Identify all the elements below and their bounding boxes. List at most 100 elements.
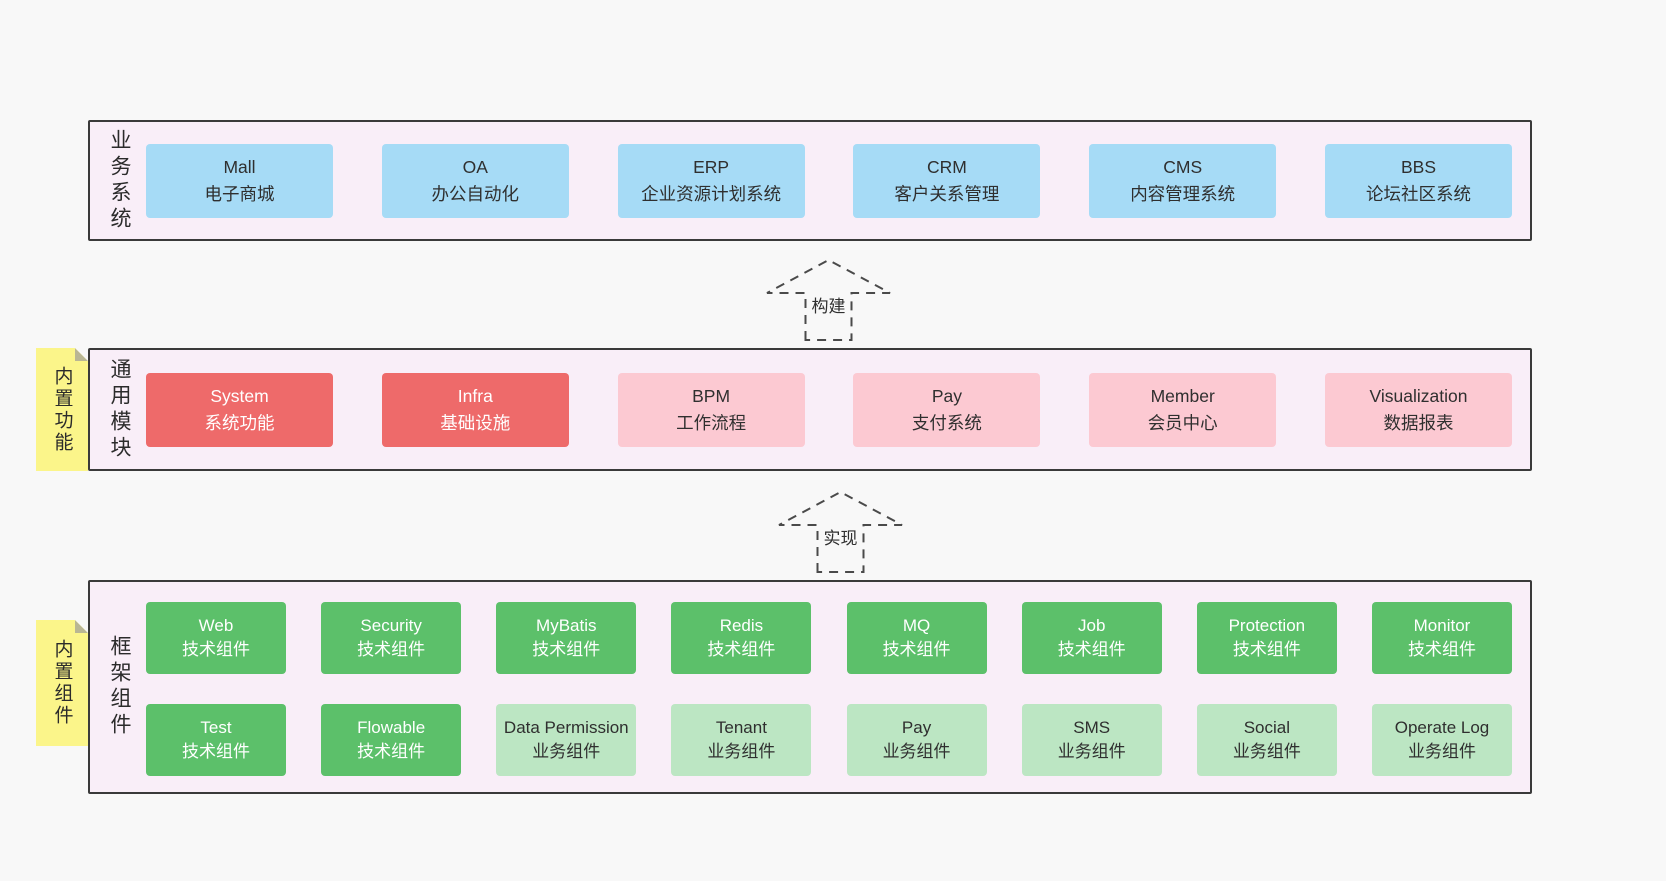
node-subtitle: 技术组件 [1407,640,1476,659]
node-oa: OA 办公自动化 [381,143,569,218]
node-subtitle: 技术组件 [1232,640,1301,659]
node-subtitle: 基础设施 [440,412,511,433]
node-subtitle: 工作流程 [676,412,747,433]
node-title: Social [1243,718,1290,738]
node-title: BPM [692,386,731,407]
node-protection: Protection 技术组件 [1196,602,1337,674]
node-title: Job [1077,616,1106,636]
panel-components-label: 框架组件 [108,635,131,739]
node-subtitle: 业务组件 [532,742,601,761]
node-subtitle: 业务组件 [1407,742,1476,761]
node-pay-system: Pay 支付系统 [853,372,1041,447]
node-data-permission: Data Permission 业务组件 [496,704,637,776]
node-subtitle: 系统功能 [204,412,275,433]
node-pay-component: Pay 业务组件 [846,704,987,776]
node-title: Tenant [715,718,767,738]
node-subtitle: 业务组件 [1232,742,1301,761]
node-title: SMS [1073,718,1111,738]
node-title: Pay [931,386,962,407]
node-flowable: Flowable 技术组件 [321,704,462,776]
node-subtitle: 内容管理系统 [1130,183,1236,204]
node-title: Protection [1228,616,1306,636]
node-subtitle: 技术组件 [1057,640,1126,659]
sticky-fold-corner [75,620,88,633]
node-title: Flowable [357,718,426,738]
node-title: Infra [457,386,493,407]
node-title: Test [200,718,232,738]
node-title: OA [462,157,488,178]
panel-business-systems: 业务系统 Mall 电子商城 OA 办公自动化 ERP 企业资源计划系统 CRM… [88,120,1532,241]
panel-common-modules: 通用模块 System 系统功能 Infra 基础设施 BPM 工作流程 Pay… [88,348,1532,471]
node-subtitle: 技术组件 [882,640,951,659]
panel-framework-components: 框架组件 Web 技术组件 Security 技术组件 MyBatis 技术组件… [88,580,1532,794]
node-cms: CMS 内容管理系统 [1089,143,1277,218]
build-arrow: 构建 [761,256,896,342]
node-title: MyBatis [536,616,597,636]
node-job: Job 技术组件 [1021,602,1162,674]
node-subtitle: 论坛社区系统 [1365,183,1471,204]
node-visualization: Visualization 数据报表 [1324,372,1512,447]
node-title: Visualization [1369,386,1468,407]
build-arrow-label: 构建 [808,292,849,317]
sticky-builtin-components: 内置组件 [36,620,88,746]
node-title: System [210,386,269,407]
node-subtitle: 业务组件 [1057,742,1126,761]
up-arrow-icon [766,258,891,341]
implement-arrow: 实现 [773,488,908,574]
panel-business-label: 业务系统 [108,128,131,233]
node-subtitle: 技术组件 [357,742,426,761]
node-operate-log: Operate Log 业务组件 [1371,704,1512,776]
node-subtitle: 客户关系管理 [894,183,1000,204]
node-title: CRM [926,157,967,178]
node-erp: ERP 企业资源计划系统 [617,143,805,218]
sticky-label: 内置功能 [51,365,73,454]
node-title: Security [360,616,422,636]
node-mybatis: MyBatis 技术组件 [496,602,637,674]
sticky-fold-corner [75,348,88,361]
node-subtitle: 技术组件 [532,640,601,659]
sticky-builtin-features: 内置功能 [36,348,88,471]
node-subtitle: 技术组件 [182,640,250,659]
node-subtitle: 业务组件 [882,742,951,761]
node-subtitle: 支付系统 [911,412,982,433]
node-title: Mall [223,157,256,178]
node-subtitle: 技术组件 [707,640,776,659]
node-bpm: BPM 工作流程 [617,372,805,447]
node-mq: MQ 技术组件 [846,602,987,674]
node-subtitle: 会员中心 [1147,412,1218,433]
node-sms: SMS 业务组件 [1021,704,1162,776]
node-security: Security 技术组件 [321,602,462,674]
business-node-row: Mall 电子商城 OA 办公自动化 ERP 企业资源计划系统 CRM 客户关系… [146,122,1512,239]
modules-node-row: System 系统功能 Infra 基础设施 BPM 工作流程 Pay 支付系统… [146,350,1512,469]
node-test: Test 技术组件 [146,704,286,776]
components-node-row-1: Web 技术组件 Security 技术组件 MyBatis 技术组件 Redi… [146,602,1512,674]
node-title: ERP [693,157,730,178]
node-title: Redis [719,616,764,636]
node-system: System 系统功能 [146,372,333,447]
node-title: CMS [1163,157,1203,178]
up-arrow-icon [778,490,903,573]
node-crm: CRM 客户关系管理 [853,143,1041,218]
components-node-row-2: Test 技术组件 Flowable 技术组件 Data Permission … [146,704,1512,776]
node-title: Web [198,616,234,636]
node-subtitle: 电子商城 [204,183,275,204]
node-web: Web 技术组件 [146,602,286,674]
node-subtitle: 技术组件 [182,742,250,761]
node-subtitle: 业务组件 [707,742,776,761]
node-subtitle: 企业资源计划系统 [641,183,782,204]
node-infra: Infra 基础设施 [381,372,569,447]
node-subtitle: 办公自动化 [431,183,520,204]
node-bbs: BBS 论坛社区系统 [1324,143,1512,218]
node-title: Member [1150,386,1215,407]
node-subtitle: 技术组件 [357,640,426,659]
node-title: Data Permission [503,718,629,738]
node-member: Member 会员中心 [1089,372,1277,447]
node-mall: Mall 电子商城 [146,143,333,218]
panel-modules-label: 通用模块 [108,357,131,462]
node-title: Operate Log [1394,718,1490,738]
sticky-label: 内置组件 [51,639,73,727]
implement-arrow-label: 实现 [820,524,861,549]
node-title: Pay [901,718,932,738]
node-monitor: Monitor 技术组件 [1371,602,1512,674]
